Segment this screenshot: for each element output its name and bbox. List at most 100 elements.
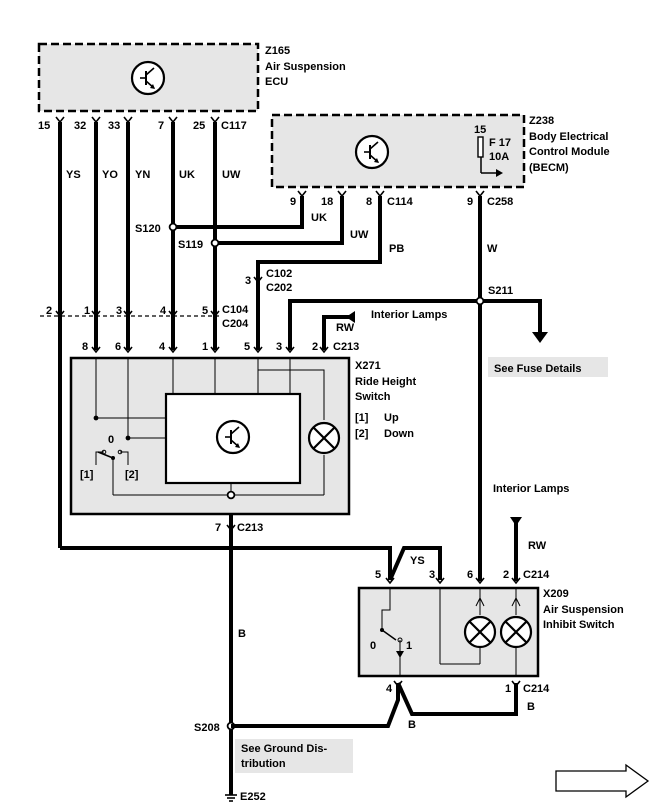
c213-pin: 6 (115, 341, 121, 353)
wire-color-label: B (527, 701, 535, 713)
legend-value: Down (384, 428, 414, 440)
switch-pos-1: [1] (80, 469, 94, 481)
c214-pin: 3 (429, 569, 435, 581)
see-fuse-details[interactable]: See Fuse Details (494, 363, 581, 375)
inhibit-pos-0: 0 (370, 640, 376, 652)
inhibit-ground-wires (231, 682, 518, 728)
body-electrical-control-module: 15 F 17 10A Z238 Body Electrical Control… (270, 113, 610, 189)
ride-height-name-line2: Switch (355, 391, 391, 403)
splice-s120-icon (168, 222, 178, 232)
ecu-id: Z165 (265, 45, 290, 57)
becm-fuse-id: F 17 (489, 137, 511, 149)
c213-pin: 3 (276, 341, 282, 353)
c214-bottom-pin: 1 (505, 683, 511, 695)
wire-color-label: RW (336, 322, 355, 334)
inhibit-pos-1: 1 (406, 640, 412, 652)
splice-s119: S119 (178, 239, 203, 251)
ground-distribution-box (235, 739, 353, 773)
c214-pin: 2 (503, 569, 509, 581)
wire-color-label: UK (311, 212, 327, 224)
c104-pin: 1 (84, 305, 90, 317)
ecu-name-line1: Air Suspension (265, 61, 346, 73)
wire-color-label: UW (222, 169, 241, 181)
becm-connector-c114: C114 (387, 196, 414, 208)
wire-color-label: B (408, 719, 416, 731)
ride-height-name-line1: Ride Height (355, 376, 416, 388)
connector-c214-top: C214 (523, 569, 550, 581)
splice-s120: S120 (135, 223, 161, 235)
next-page-arrow-icon[interactable] (555, 763, 650, 799)
legend-value: Up (384, 412, 399, 424)
ecu-pin: 7 (158, 120, 164, 132)
fuse-icon (477, 136, 484, 158)
air-suspension-ecu: Z165 Air Suspension ECU (37, 42, 346, 113)
becm-name-line3: (BECM) (529, 162, 569, 174)
becm-pin: 18 (321, 196, 333, 208)
ground-dist-line1[interactable]: See Ground Dis- (241, 743, 328, 755)
wire-color-label: B (238, 628, 246, 640)
c213-top-pins: 8 6 4 1 5 3 2 C213 (82, 341, 359, 353)
legend-key: [2] (355, 428, 369, 440)
wire-color-label: PB (389, 243, 404, 255)
switch-pos-2: [2] (125, 469, 139, 481)
s211-branch-wires (288, 299, 542, 350)
splice-s208: S208 (194, 722, 220, 734)
becm-pins: 9 18 8 C114 9 C258 (290, 190, 513, 208)
c104-pins: 2 1 3 4 5 C104 C204 (40, 304, 249, 330)
ride-height-switch: 0 [1] [2] X271 Ride Height Switch [1] Up… (69, 356, 416, 516)
c213-bottom-pin: 7 (215, 522, 221, 534)
splice-s211-icon (475, 296, 485, 306)
ground-icon (225, 794, 237, 802)
becm-pin: 8 (366, 196, 372, 208)
wire-color-label: RW (528, 540, 547, 552)
wire-color-label: YS (66, 169, 81, 181)
wire-color-label: YO (102, 169, 118, 181)
interior-lamps-arrow-icon (510, 517, 522, 526)
interior-lamps-arrow-icon (346, 311, 355, 323)
wire-color-label: YN (135, 169, 150, 181)
connector-c213-bottom: C213 (237, 522, 263, 534)
inhibit-name-line2: Inhibit Switch (543, 619, 615, 631)
c104-pin: 3 (116, 305, 122, 317)
wire-color-label: UW (350, 229, 369, 241)
c214-pin: 5 (375, 569, 381, 581)
selector-switch-icon (97, 451, 114, 459)
inhibit-lamp-icon (463, 615, 497, 649)
connector-c204: C204 (222, 318, 249, 330)
c213-pin: 2 (312, 341, 318, 353)
splice-s211: S211 (488, 285, 513, 297)
ground-dist-line2[interactable]: tribution (241, 758, 286, 770)
legend-key: [1] (355, 412, 369, 424)
interior-lamps-label-top: Interior Lamps (371, 309, 447, 321)
fuse-details-arrow-icon (532, 332, 548, 343)
ys-inhibit-wire (60, 546, 442, 581)
ecu-pin: 15 (38, 120, 50, 132)
c214-top-pins: 5 3 6 2 C214 (375, 569, 550, 584)
c214-pin: 6 (467, 569, 473, 581)
interior-lamps-wire (322, 315, 354, 350)
ecu-pin: 32 (74, 120, 86, 132)
c213-pin: 8 (82, 341, 88, 353)
fuse-details-box (488, 357, 608, 377)
ecu-name-line2: ECU (265, 76, 288, 88)
c213-pin: 5 (244, 341, 250, 353)
connector-c102: C102 (266, 268, 292, 280)
ecu-pin: 33 (108, 120, 120, 132)
ecu-connector-c117: C117 (221, 120, 247, 132)
ride-height-id: X271 (355, 360, 381, 372)
ride-height-lamp-icon (307, 421, 341, 455)
ecu-pins: 15 32 33 7 25 C117 (38, 116, 247, 132)
interior-lamps-label-right: Interior Lamps (493, 483, 569, 495)
c104-pin: 5 (202, 305, 208, 317)
connector-c202: C202 (266, 282, 292, 294)
wire-color-label: UK (179, 169, 195, 181)
becm-name-line1: Body Electrical (529, 131, 608, 143)
inhibit-lamp-icon (499, 615, 533, 649)
ecu-pin: 25 (193, 120, 205, 132)
becm-connector-c258: C258 (487, 196, 513, 208)
wire-color-label: YS (410, 555, 425, 567)
connector-c214-bottom: C214 (523, 683, 550, 695)
connector-c213-top: C213 (333, 341, 359, 353)
ecu-wire-colors: YS YO YN UK UW (66, 169, 241, 181)
